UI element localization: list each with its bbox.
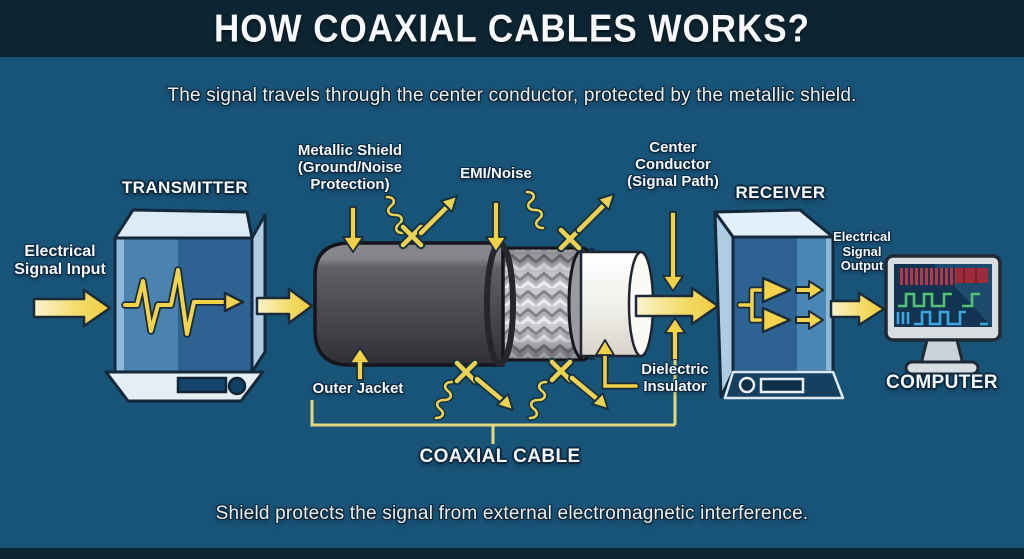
computer-label: COMPUTER (886, 372, 998, 393)
dielectric-elbow-pointer (595, 339, 640, 390)
receiver-box (713, 208, 845, 400)
signal-output-arrow (829, 291, 886, 327)
metallic-shield-pointer (342, 206, 364, 253)
dielectric-insulator-label: Dielectric Insulator (641, 361, 709, 395)
receiver-label: RECEIVER (735, 183, 826, 202)
noise-blocked-icon-bottom-left (433, 358, 514, 421)
noise-blocked-icon-bottom-right (527, 357, 609, 421)
center-conductor-pointer (662, 211, 684, 292)
red-bars-trace (898, 268, 956, 285)
page-title: HOW COAXIAL CABLES WORKS? (213, 6, 810, 50)
electrical-signal-output-label: Electrical Signal Output (833, 229, 891, 274)
signal-input-arrow (32, 288, 112, 328)
outer-jacket-pointer (349, 347, 371, 381)
subtitle-text: The signal travels through the center co… (167, 85, 857, 106)
outer-jacket-label: Outer Jacket (312, 380, 404, 397)
coaxial-cable-label: COAXIAL CABLE (419, 446, 581, 467)
footer-caption: Shield protects the signal from external… (215, 503, 809, 524)
green-signal-trace (898, 292, 980, 308)
noise-blocked-icons (384, 189, 615, 421)
noise-blocked-icon-top-right (524, 189, 615, 253)
transmitter-box (104, 208, 267, 403)
emi-noise-pointer (485, 201, 507, 253)
transmitter-label: TRANSMITTER (121, 178, 249, 197)
tx-to-cable-arrow (255, 287, 314, 325)
center-conductor-arrow (634, 286, 720, 326)
dielectric-up-pointer (664, 317, 686, 361)
monitor-screen (894, 264, 992, 327)
electrical-signal-input-label: Electrical Signal Input (14, 243, 106, 279)
coax-bracket (310, 360, 677, 444)
cable-graphic (313, 241, 720, 367)
title-band: HOW COAXIAL CABLES WORKS? (0, 0, 1024, 57)
bottom-band (0, 548, 1024, 559)
blue-signal-trace (896, 310, 988, 326)
red-block-trace (956, 268, 988, 283)
computer-graphic (884, 254, 1002, 376)
center-conductor-label: Center Conductor (Signal Path) (627, 139, 719, 190)
amplifier-icon (736, 276, 824, 334)
emi-noise-label: EMI/Noise (460, 165, 532, 182)
pointer-arrows (342, 201, 686, 381)
metallic-shield-label: Metallic Shield (Ground/Noise Protection… (297, 142, 403, 193)
outer-jacket-graphic (313, 241, 516, 367)
noise-blocked-icon-top-left (384, 194, 458, 250)
waveform-icon (121, 266, 245, 338)
